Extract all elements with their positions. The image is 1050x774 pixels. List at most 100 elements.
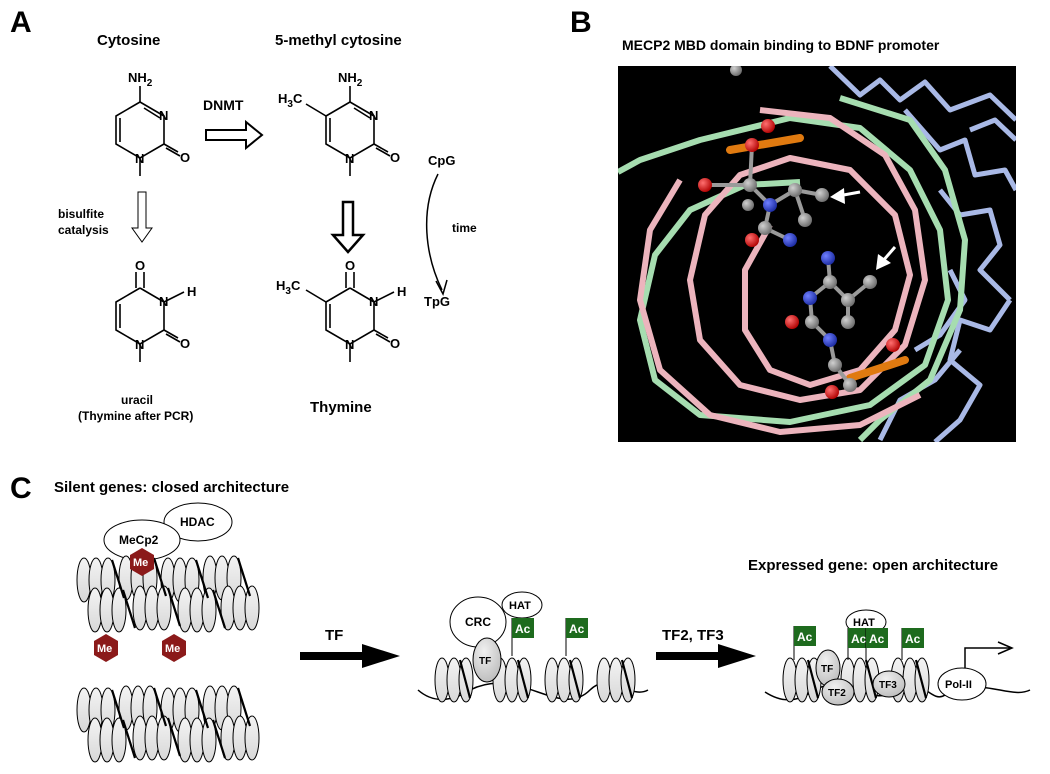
ac-flag-middle-2: Ac bbox=[565, 618, 588, 656]
ura-o4: O bbox=[135, 258, 145, 273]
methyl-hexagon-right: Me bbox=[162, 634, 186, 662]
tf-label-middle: TF bbox=[479, 656, 491, 667]
svg-text:Ac: Ac bbox=[869, 632, 885, 646]
ac-flag-right-1: Ac bbox=[793, 626, 816, 660]
methylcytosine-structure: NH2 H3C N N O bbox=[278, 70, 400, 176]
thy-o2: O bbox=[390, 336, 400, 351]
uracil-line2: (Thymine after PCR) bbox=[78, 409, 193, 423]
hat-label-right: HAT bbox=[853, 617, 875, 629]
panel-c: Silent genes: closed architecture Expres… bbox=[54, 479, 1031, 763]
upper-methylcytosine-atoms bbox=[698, 66, 829, 247]
tf-label-right: TF bbox=[821, 664, 833, 675]
silent-chromatin-lower bbox=[76, 685, 260, 763]
uracil-structure: O N H N O bbox=[115, 258, 196, 362]
tf2-tf3-arrow-label: TF2, TF3 bbox=[662, 627, 724, 644]
thy-n3: N bbox=[369, 294, 378, 309]
svg-text:Ac: Ac bbox=[905, 632, 921, 646]
bisulfite-line2: catalysis bbox=[58, 223, 109, 237]
tf3-label: TF3 bbox=[879, 680, 897, 691]
svg-text:Me: Me bbox=[165, 643, 180, 655]
ac-flag-right-2: Ac bbox=[847, 628, 870, 660]
crc-label: CRC bbox=[465, 615, 491, 629]
cpg-label: CpG bbox=[428, 153, 455, 168]
pol2-ellipse bbox=[937, 667, 987, 701]
ac-flag-middle-1: Ac bbox=[511, 618, 534, 656]
ura-n3: N bbox=[159, 294, 168, 309]
tf2-ellipse bbox=[821, 678, 855, 706]
mecp2-label: MeCp2 bbox=[119, 533, 159, 547]
cyt-n3: N bbox=[159, 108, 168, 123]
mc-nh2: NH2 bbox=[338, 70, 363, 89]
mc-n1: N bbox=[345, 151, 354, 166]
molecular-render-background bbox=[618, 66, 1016, 442]
lower-methylcytosine-atoms bbox=[785, 251, 900, 399]
molecular-render bbox=[618, 66, 1016, 442]
mc-n3: N bbox=[369, 108, 378, 123]
mc-o: O bbox=[390, 150, 400, 165]
svg-text:Ac: Ac bbox=[851, 632, 867, 646]
cyt-o: O bbox=[180, 150, 190, 165]
bisulfite-line1: bisulfite bbox=[58, 207, 104, 221]
svg-text:Ac: Ac bbox=[569, 622, 585, 636]
phosphate-backbone bbox=[726, 134, 909, 382]
middle-chromatin: CRC HAT TF Ac Ac bbox=[417, 591, 649, 703]
tf2-label: TF2 bbox=[828, 688, 846, 699]
ura-n1: N bbox=[135, 337, 144, 352]
deamination-arrow bbox=[330, 200, 366, 254]
tf-arrow-label: TF bbox=[325, 627, 343, 644]
panel-label-c: C bbox=[10, 472, 32, 505]
bisulfite-arrow bbox=[131, 191, 153, 243]
svg-text:Ac: Ac bbox=[515, 622, 531, 636]
thymine-structure: O H3C N H N O bbox=[276, 258, 406, 362]
methyl-hexagon-top: Me bbox=[130, 548, 154, 576]
expressed-chromatin: Ac HAT Ac Ac Ac TF TF2 bbox=[764, 609, 1031, 706]
svg-text:Me: Me bbox=[97, 643, 112, 655]
thy-h3c: H3C bbox=[276, 278, 301, 297]
pol2-label: Pol-II bbox=[945, 679, 972, 691]
tpg-label: TpG bbox=[424, 294, 450, 309]
panel-a: Cytosine 5-methyl cytosine NH2 N N O DNM… bbox=[58, 32, 477, 423]
cyt-n1: N bbox=[135, 151, 144, 166]
ac-flag-right-4: Ac bbox=[901, 628, 924, 660]
cytosine-title: Cytosine bbox=[97, 32, 160, 49]
methyl-pointer-arrows bbox=[830, 188, 897, 270]
dna-strand-green bbox=[618, 115, 951, 425]
mc-h3c: H3C bbox=[278, 91, 303, 110]
thy-o4: O bbox=[345, 258, 355, 273]
dnmt-arrow bbox=[205, 119, 264, 151]
hdac-label: HDAC bbox=[180, 515, 215, 529]
dnmt-label: DNMT bbox=[203, 97, 244, 113]
uracil-line1: uracil bbox=[121, 393, 153, 407]
hdac-ellipse bbox=[163, 502, 233, 542]
tf3-ellipse bbox=[872, 670, 906, 698]
ura-h: H bbox=[187, 284, 196, 299]
dna-strand-pink bbox=[687, 107, 928, 403]
thymine-label: Thymine bbox=[310, 399, 372, 416]
time-label: time bbox=[452, 221, 477, 235]
panel-label-a: A bbox=[10, 6, 32, 39]
methyl-marks: Me Me Me bbox=[94, 548, 186, 662]
ura-o2: O bbox=[180, 336, 190, 351]
silent-genes-title: Silent genes: closed architecture bbox=[54, 479, 289, 496]
thy-n1: N bbox=[345, 337, 354, 352]
thy-h: H bbox=[397, 284, 406, 299]
methyl-hexagon-left: Me bbox=[94, 634, 118, 662]
tf-arrow bbox=[300, 644, 400, 668]
tf2-tf3-arrow bbox=[656, 644, 756, 668]
svg-text:Me: Me bbox=[133, 557, 148, 569]
time-arrow bbox=[425, 173, 443, 291]
tf-ellipse-middle bbox=[472, 637, 502, 683]
methylcytosine-title: 5-methyl cytosine bbox=[275, 32, 402, 49]
ac-flag-right-3: Ac bbox=[865, 628, 888, 660]
panel-b: MECP2 MBD domain binding to BDNF promote… bbox=[618, 37, 1016, 442]
transcription-start-arrow bbox=[964, 647, 1010, 668]
expressed-gene-title: Expressed gene: open architecture bbox=[748, 557, 998, 574]
panel-b-title: MECP2 MBD domain binding to BDNF promote… bbox=[622, 37, 940, 53]
cytosine-structure: NH2 N N O bbox=[115, 70, 190, 176]
cyt-nh2: NH2 bbox=[128, 70, 153, 89]
silent-chromatin-upper bbox=[76, 555, 260, 633]
svg-text:Ac: Ac bbox=[797, 630, 813, 644]
hat-label-middle: HAT bbox=[509, 600, 531, 612]
panel-label-b: B bbox=[570, 6, 592, 39]
